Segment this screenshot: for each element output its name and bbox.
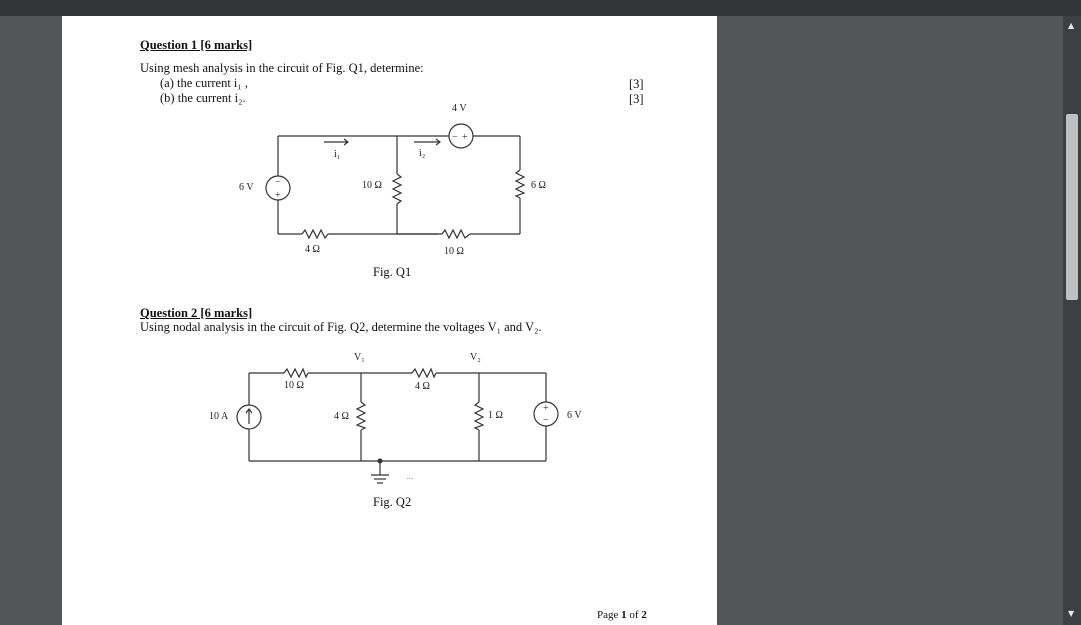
resistor-10-bot (441, 228, 471, 240)
current-arrowhead-i1 (343, 138, 349, 146)
resistor-4-top (411, 367, 437, 379)
caption-fig-q2: Fig. Q2 (373, 495, 412, 509)
scroll-down-arrow-icon[interactable]: ▼ (1068, 609, 1075, 618)
circuit-diagram-q2: + − (236, 367, 559, 484)
source-plus-sign: + (543, 403, 549, 414)
label-4ohm: 4 Ω (305, 244, 320, 255)
source-plus-sign: + (462, 132, 468, 143)
source-minus-sign: − (543, 415, 549, 426)
resistor-10 (283, 367, 309, 379)
scrollbar-thumb[interactable] (1066, 114, 1078, 300)
question2-heading: Question 2 [6 marks] (140, 306, 253, 320)
scroll-up-arrow-icon[interactable]: ▲ (1068, 21, 1075, 30)
label-10ohm-q2: 10 Ω (284, 380, 304, 391)
current-arrowhead-i2 (435, 138, 441, 146)
resistor-10-mid (391, 173, 403, 205)
question2-prompt: Using nodal analysis in the circuit of F… (140, 320, 542, 334)
voltage-source-6v (265, 175, 291, 201)
page-current: 1 (621, 609, 627, 621)
voltage-source-6v-q2 (533, 401, 559, 427)
label-6v-q2: 6 V (567, 410, 582, 421)
resistor-4 (301, 228, 329, 240)
resistor-6 (514, 169, 526, 199)
page-prefix: Page (597, 609, 622, 621)
label-i2: i₂ (419, 148, 426, 159)
question1-part-a: (a) the current i₁ , (160, 76, 248, 90)
label-1ohm-q2: 1 Ω (488, 410, 503, 421)
label-10a: 10 A (209, 411, 229, 422)
source-plus-sign: + (275, 190, 281, 201)
label-6ohm: 6 Ω (531, 180, 546, 191)
source-minus-sign: − (452, 132, 458, 143)
label-v1: V₁ (354, 352, 365, 363)
document-page: Question 1 [6 marks] Using mesh analysis… (62, 16, 717, 625)
current-source-10a (236, 404, 262, 430)
vertical-scrollbar[interactable]: ▲ ▼ (1063, 16, 1081, 625)
current-source-arrowhead (245, 408, 253, 414)
label-v2: V₂ (470, 352, 481, 363)
page-total: 2 (641, 609, 647, 621)
source-minus-sign: − (275, 177, 281, 188)
page-number: Page 1 of 2 (597, 610, 647, 621)
label-4ohm-top-q2: 4 Ω (415, 381, 430, 392)
voltage-source-4v (448, 123, 474, 149)
question1-mark-b: [3] (629, 92, 644, 106)
caption-fig-q1: Fig. Q1 (373, 265, 412, 279)
label-i1: i₁ (334, 149, 341, 160)
question1-prompt: Using mesh analysis in the circuit of Fi… (140, 61, 424, 75)
question1-heading: Question 1 [6 marks] (140, 38, 253, 52)
label-dots: ... (406, 471, 414, 482)
label-4ohm-mid-q2: 4 Ω (334, 411, 349, 422)
label-4v: 4 V (452, 103, 467, 114)
resistor-1 (473, 401, 485, 431)
viewer-toolbar (0, 0, 1081, 16)
resistor-4-mid (355, 401, 367, 431)
circuit-diagram-q1: − + − + (265, 123, 526, 240)
label-6v: 6 V (239, 182, 254, 193)
label-10ohm-mid: 10 Ω (362, 180, 382, 191)
ground-node-dot (377, 458, 383, 464)
question1-mark-a: [3] (629, 77, 644, 91)
label-10ohm-bot: 10 Ω (444, 246, 464, 257)
page-sep: of (626, 609, 642, 621)
question1-part-b: (b) the current i₂. (160, 91, 246, 105)
